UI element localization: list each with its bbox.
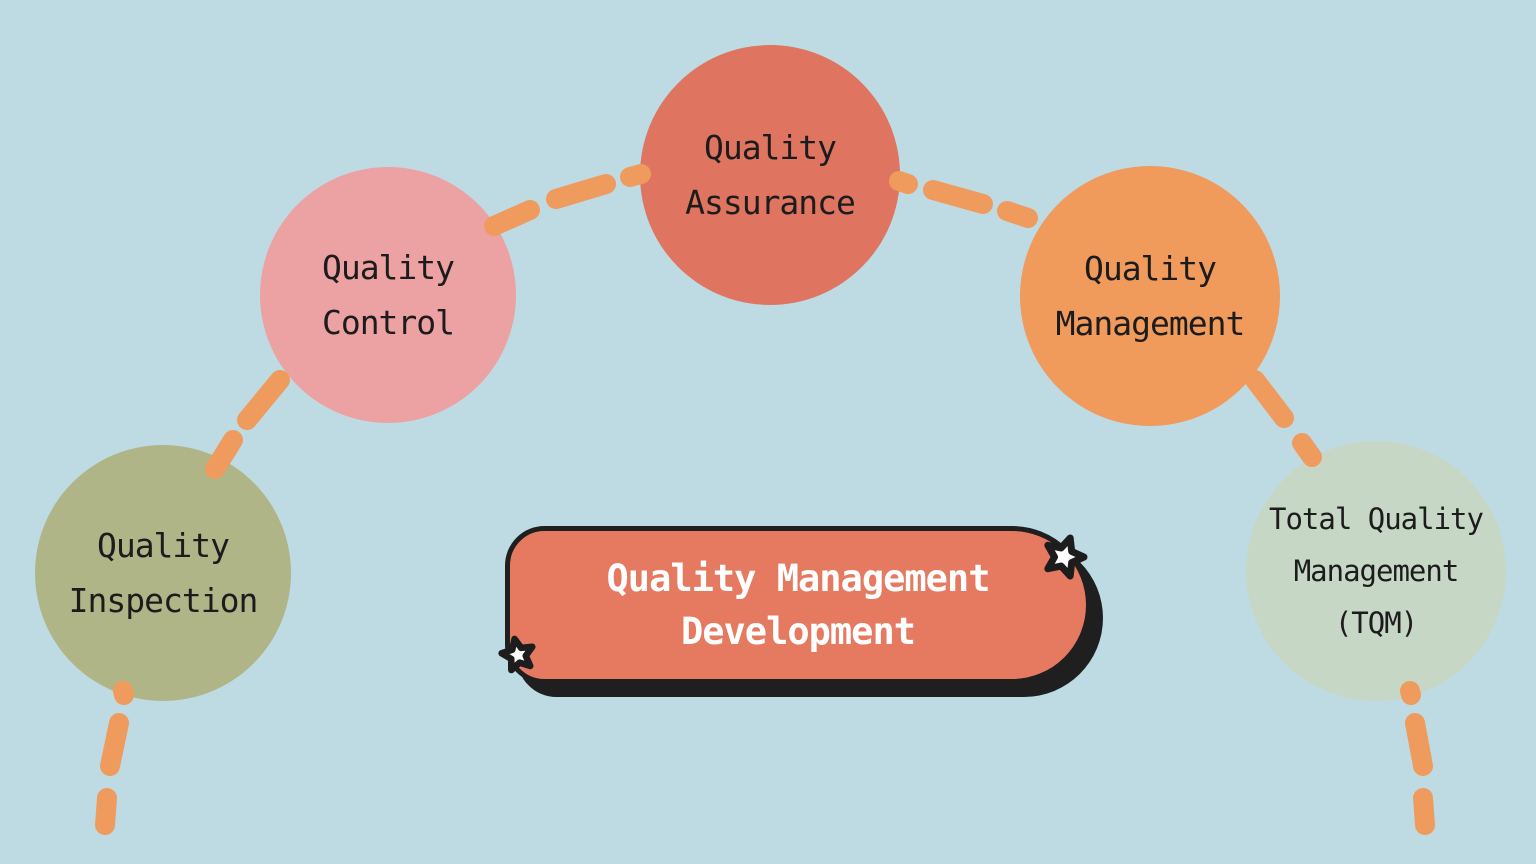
node-total-quality-management: Total Quality Management (TQM) [1246, 441, 1506, 701]
node-label: (TQM) [1334, 606, 1418, 640]
node-label: Assurance [685, 183, 856, 222]
node-label: Quality [321, 248, 455, 287]
star-icon [498, 635, 536, 674]
connector-dash [1245, 370, 1294, 428]
node-quality-assurance: Quality Assurance [640, 45, 900, 305]
node-label: Management [1293, 554, 1460, 588]
banner-title-line2: Development [680, 610, 916, 653]
node-label: Control [321, 303, 455, 342]
star-shape [498, 635, 536, 674]
star-shape [1044, 534, 1088, 580]
node-label: Inspection [68, 581, 259, 620]
node-quality-control: Quality Control [260, 167, 516, 423]
connector-dash [1405, 713, 1433, 776]
node-quality-management: Quality Management [1020, 166, 1280, 426]
connector-dash [923, 180, 993, 214]
connector-dash [1413, 788, 1435, 835]
connector-dash [484, 200, 540, 236]
connector-dash [546, 174, 616, 209]
node-label: Quality [703, 128, 837, 167]
banner-title-line1: Quality Management [606, 557, 991, 600]
node-quality-inspection: Quality Inspection [35, 445, 291, 701]
node-label: Total Quality [1269, 502, 1484, 536]
connector-dash [95, 788, 117, 835]
node-label: Quality [1083, 249, 1217, 288]
title-banner: Quality Management Development [498, 526, 1091, 684]
connector-dash [997, 201, 1038, 228]
connector-dash [889, 171, 918, 194]
connector-dash [237, 370, 290, 430]
star-icon [1044, 534, 1088, 580]
node-label: Quality [96, 526, 230, 565]
node-label: Management [1055, 304, 1246, 343]
connector-dash [100, 713, 129, 776]
connector-dash [1292, 433, 1322, 467]
